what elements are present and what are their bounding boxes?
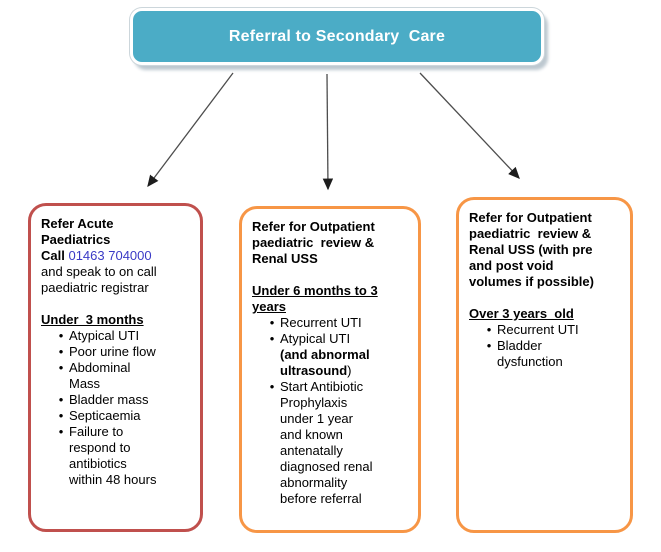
bullet-dot-icon: • — [58, 344, 64, 359]
bullet-dot-icon: • — [58, 424, 64, 439]
text-segment: and speak to on call paediatric registra… — [41, 264, 157, 295]
text-segment: Call — [41, 248, 69, 263]
bullet-item-text: Start Antibiotic Prophylaxis under 1 yea… — [280, 379, 412, 507]
bullet-item: • Failure to respond to antibiotics withi… — [41, 424, 194, 488]
intro-text: Refer for Outpatient paediatric review &… — [252, 219, 412, 267]
text-segment: Recurrent UTI — [497, 322, 579, 337]
paragraph-spacer — [41, 296, 194, 312]
bullet-dot-icon: • — [58, 392, 64, 407]
text-segment: (and abnormal ultrasound — [280, 347, 370, 378]
bullet-item-text: Failure to respond to antibiotics within… — [69, 424, 194, 488]
age-group-heading: Under 3 months — [41, 312, 194, 328]
bullet-item-text: Atypical UTI — [69, 328, 194, 344]
bullet-item: • Poor urine flow — [41, 344, 194, 360]
refer-acute-paediatrics-box: Refer Acute Paediatrics Call 01463 70400… — [28, 203, 203, 532]
bullet-dot-icon: • — [58, 408, 64, 423]
outpatient-review-post-void-box: Refer for Outpatient paediatric review &… — [456, 197, 633, 533]
bullet-dot-icon: • — [486, 338, 492, 353]
bullet-item-text: Septicaemia — [69, 408, 194, 424]
text-segment: Recurrent UTI — [280, 315, 362, 330]
bullet-item-text: Abdominal Mass — [69, 360, 194, 392]
bullet-item-text: Recurrent UTI — [497, 322, 624, 338]
text-segment: Failure to respond to antibiotics within… — [69, 424, 157, 487]
intro-text: Refer Acute Paediatrics Call 01463 70400… — [41, 216, 194, 296]
bullet-item-text: Bladder dysfunction — [497, 338, 624, 370]
paragraph-spacer — [252, 267, 412, 283]
text-segment: Poor urine flow — [69, 344, 156, 359]
text-segment: Abdominal Mass — [69, 360, 131, 391]
bullet-dot-icon: • — [58, 328, 64, 343]
text-segment: Atypical UTI — [280, 331, 351, 346]
bullet-item: • Atypical UTI — [41, 328, 194, 344]
bullet-dot-icon: • — [58, 360, 64, 375]
text-segment: Refer for Outpatient paediatric review &… — [469, 210, 594, 289]
bullet-item: • Bladder mass — [41, 392, 194, 408]
page-title: Referral to Secondary Care — [228, 27, 446, 45]
bullet-dot-icon: • — [269, 331, 275, 346]
phone-number: 01463 704000 — [68, 248, 152, 263]
bullet-dot-icon: • — [269, 379, 275, 394]
text-segment: Start Antibiotic Prophylaxis under 1 yea… — [280, 379, 373, 506]
paragraph-spacer — [469, 290, 624, 306]
intro-text: Refer for Outpatient paediatric review &… — [469, 210, 624, 290]
bullet-dot-icon: • — [269, 315, 275, 330]
text-segment: Bladder dysfunction — [497, 338, 563, 369]
outpatient-review-box: Refer for Outpatient paediatric review &… — [239, 206, 421, 533]
age-group-heading: Under 6 months to 3 years — [252, 283, 412, 315]
referral-title-box: Referral to Secondary Care — [130, 8, 544, 65]
text-segment: Septicaemia — [69, 408, 141, 423]
age-group-heading: Over 3 years old — [469, 306, 624, 322]
text-segment: Bladder mass — [69, 392, 149, 407]
bullet-item: • Recurrent UTI — [252, 315, 412, 331]
bullet-item: • Start Antibiotic Prophylaxis under 1 ye… — [252, 379, 412, 507]
arrow-to-acute-paediatrics-icon — [147, 72, 234, 188]
bullet-dot-icon: • — [486, 322, 492, 337]
text-segment: ) — [347, 363, 352, 378]
section-heading-label: Under 3 months — [41, 312, 144, 327]
text-segment: Refer for Outpatient paediatric review &… — [252, 219, 375, 266]
section-heading-label: Over 3 years old — [469, 306, 574, 321]
bullet-item: • Bladder dysfunction — [469, 338, 624, 370]
bullet-item: • Atypical UTI (and abnormal ultrasound) — [252, 331, 412, 379]
arrow-to-outpatient-review-icon — [322, 73, 334, 191]
text-segment: Atypical UTI — [69, 328, 140, 343]
text-segment: Refer Acute Paediatrics — [41, 216, 114, 247]
bullet-item-text: Bladder mass — [69, 392, 194, 408]
bullet-item-text: Recurrent UTI — [280, 315, 412, 331]
arrow-to-outpatient-review-post-void-icon — [419, 72, 520, 179]
bullet-item-text: Atypical UTI (and abnormal ultrasound) — [280, 331, 412, 379]
bullet-item: • Septicaemia — [41, 408, 194, 424]
section-heading-label: Under 6 months to 3 years — [252, 283, 378, 314]
bullet-item: • Abdominal Mass — [41, 360, 194, 392]
bullet-item: • Recurrent UTI — [469, 322, 624, 338]
bullet-item-text: Poor urine flow — [69, 344, 194, 360]
